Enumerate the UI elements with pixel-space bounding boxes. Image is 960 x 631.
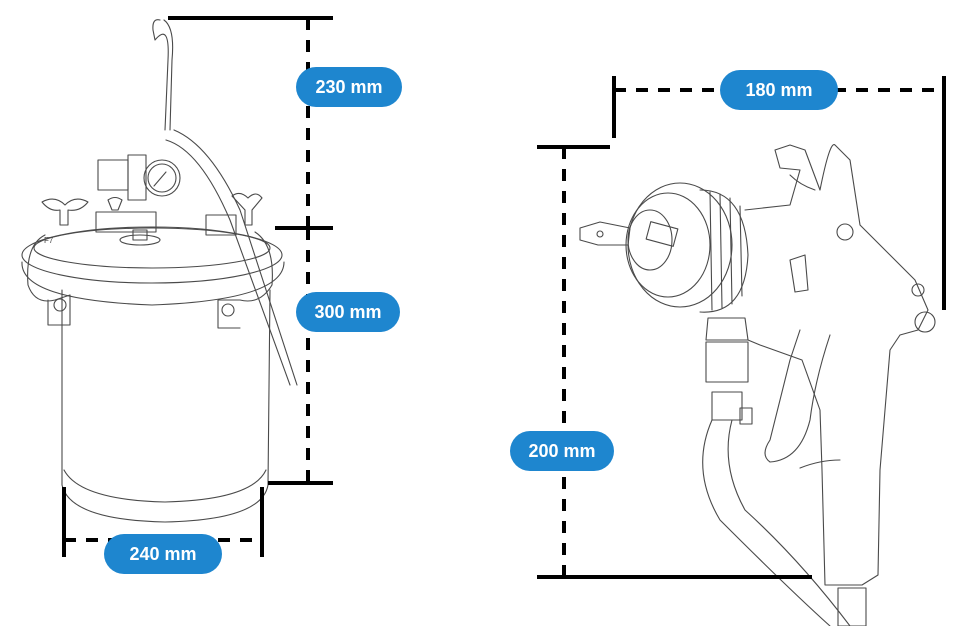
fluid-hose — [702, 419, 851, 627]
trigger — [764, 329, 831, 463]
gun-body — [744, 144, 929, 586]
tank-mark-label: F7 — [44, 236, 54, 245]
clamp-left — [27, 234, 71, 326]
tank-body — [61, 289, 271, 523]
air-inlet-fitting — [837, 587, 867, 627]
tank-lid — [21, 226, 283, 284]
pressure-tank-illustration — [21, 19, 298, 523]
tank-hook — [152, 19, 174, 131]
pressure-gauge-icon — [143, 159, 181, 197]
tank-dimension-lines — [62, 16, 333, 557]
tank-hook-height-label: 230 mm — [296, 67, 402, 107]
tank-body-height-label: 300 mm — [296, 292, 400, 332]
cap-horn — [645, 221, 679, 247]
air-hose — [165, 129, 298, 386]
nozzle-horn — [579, 221, 631, 246]
knurled-nut — [699, 189, 749, 313]
regulator-body — [97, 159, 129, 191]
wing-nut-right — [231, 192, 263, 226]
gun-height-label: 200 mm — [510, 431, 614, 471]
spray-gun-illustration — [579, 144, 936, 627]
wing-nut-left — [41, 198, 89, 226]
clamp-right — [217, 231, 273, 329]
adjust-knob — [836, 223, 854, 241]
tank-diameter-label: 240 mm — [104, 534, 222, 574]
air-cap-ring — [627, 182, 733, 308]
gun-width-label: 180 mm — [720, 70, 838, 110]
rear-knob — [914, 311, 936, 333]
fluid-fitting — [705, 317, 749, 383]
